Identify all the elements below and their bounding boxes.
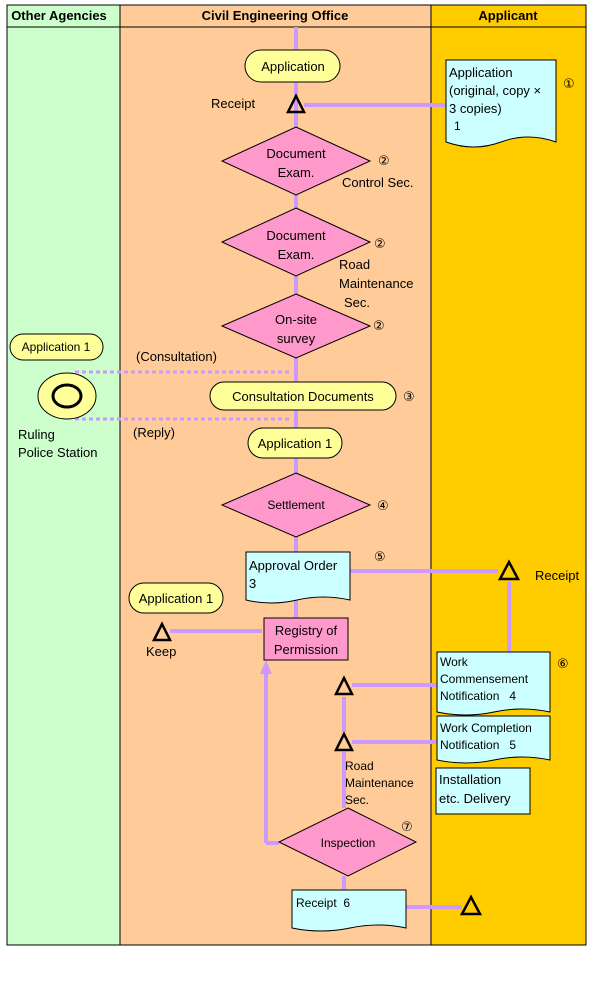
- connectors: [170, 27, 511, 909]
- inspection-label: Inspection: [321, 836, 376, 850]
- work-compl-line1: Work Completion: [440, 721, 532, 735]
- registry-line2: Permission: [274, 642, 338, 657]
- applicant-doc-line1: Application: [449, 65, 513, 80]
- work-comm-line2: Commensement: [440, 672, 529, 686]
- road-maint-line1: Road: [339, 257, 370, 272]
- settlement-label: Settlement: [267, 498, 325, 512]
- doc-exam-2-line2: Exam.: [278, 247, 315, 262]
- doc-exam-2-line1: Document: [266, 228, 326, 243]
- onsite-survey-decision: [220, 293, 372, 359]
- registry-line1: Registry of: [275, 623, 338, 638]
- step-7-marker: ⑦: [401, 819, 413, 834]
- work-comm-line1: Work: [440, 655, 469, 669]
- step-2c-marker: ②: [373, 318, 385, 333]
- work-completion-document: [436, 715, 551, 764]
- lane-other-agencies: [6, 4, 121, 946]
- document-exam-2-decision: [220, 207, 372, 277]
- application-1-label: Application 1: [258, 436, 332, 451]
- step-3-marker: ③: [403, 389, 415, 404]
- registry-of-permission-process: [263, 617, 349, 661]
- reply-label: (Reply): [133, 425, 175, 440]
- application-1-keep-terminal: [128, 582, 224, 614]
- doc-exam-1-line2: Exam.: [278, 165, 315, 180]
- final-receipt-triangle-icon: [459, 894, 483, 916]
- receipt-6-document: [291, 889, 407, 932]
- application-1-keep-label: Application 1: [139, 591, 213, 606]
- onsite-line2: survey: [277, 331, 316, 346]
- applicant-doc-line2: (original, copy ×: [449, 83, 541, 98]
- onsite-line1: On-site: [275, 312, 317, 327]
- completion-triangle-icon: [333, 731, 355, 752]
- police-station-ring-inner: [51, 383, 83, 409]
- work-commencement-document: [436, 651, 551, 716]
- commencement-triangle-icon: [333, 675, 355, 696]
- install-line1: Installation: [439, 772, 501, 787]
- receipt-label-1: Receipt: [211, 96, 255, 111]
- road-maint-b-line2: Maintenance: [345, 776, 414, 790]
- step-2a-marker: ②: [378, 153, 390, 168]
- consultation-documents-terminal: [209, 381, 397, 411]
- approval-order-line2: 3: [249, 576, 256, 591]
- police-application-terminal: [9, 333, 104, 361]
- step-1-marker: ①: [563, 76, 575, 91]
- road-maint-line2: Maintenance: [339, 276, 413, 291]
- keep-triangle-icon: [151, 621, 173, 642]
- receipt-6-label: Receipt 6: [296, 896, 350, 910]
- ruling-line1: Ruling: [18, 427, 55, 442]
- receipt-triangle-2-icon: [497, 559, 521, 581]
- road-maint-line3: Sec.: [344, 295, 370, 310]
- step-6-marker: ⑥: [557, 656, 569, 671]
- settlement-decision: [220, 472, 372, 538]
- application-terminal: [244, 49, 341, 83]
- step-2b-marker: ②: [374, 236, 386, 251]
- keep-label: Keep: [146, 644, 176, 659]
- doc-exam-1-line1: Document: [266, 146, 326, 161]
- consultation-label: (Consultation): [136, 349, 217, 364]
- control-sec-label: Control Sec.: [342, 175, 414, 190]
- road-maint-b-line1: Road: [345, 759, 374, 773]
- ruling-line2: Police Station: [18, 445, 98, 460]
- applicant-application-document: [445, 59, 557, 148]
- lane-header-other: Other Agencies: [11, 8, 107, 23]
- applicant-doc-line3: 3 copies): [449, 101, 502, 116]
- dashed-connectors: [75, 370, 292, 421]
- receipt-label-2: Receipt: [535, 568, 579, 583]
- work-comm-line3: Notification 4: [440, 689, 516, 703]
- consultation-documents-label: Consultation Documents: [232, 389, 374, 404]
- work-compl-line2: Notification 5: [440, 738, 516, 752]
- applicant-doc-line4: 1: [454, 119, 461, 133]
- lane-header-right: Applicant: [478, 8, 538, 23]
- document-exam-1-decision: [220, 126, 372, 196]
- approval-order-document: [245, 551, 351, 604]
- installation-delivery-box: [435, 767, 531, 815]
- receipt-triangle-icon: [285, 93, 307, 114]
- application-1-terminal: [247, 427, 343, 459]
- lane-header-center: Civil Engineering Office: [202, 8, 349, 23]
- road-maint-b-line3: Sec.: [345, 793, 369, 807]
- step-4-marker: ④: [377, 498, 389, 513]
- install-line2: etc. Delivery: [439, 791, 511, 806]
- inspection-decision: [277, 807, 418, 877]
- approval-order-line1: Approval Order: [249, 558, 338, 573]
- application-label: Application: [261, 59, 325, 74]
- step-5-marker: ⑤: [374, 549, 386, 564]
- arrowhead-up: [260, 660, 272, 674]
- police-application-label: Application 1: [22, 340, 91, 354]
